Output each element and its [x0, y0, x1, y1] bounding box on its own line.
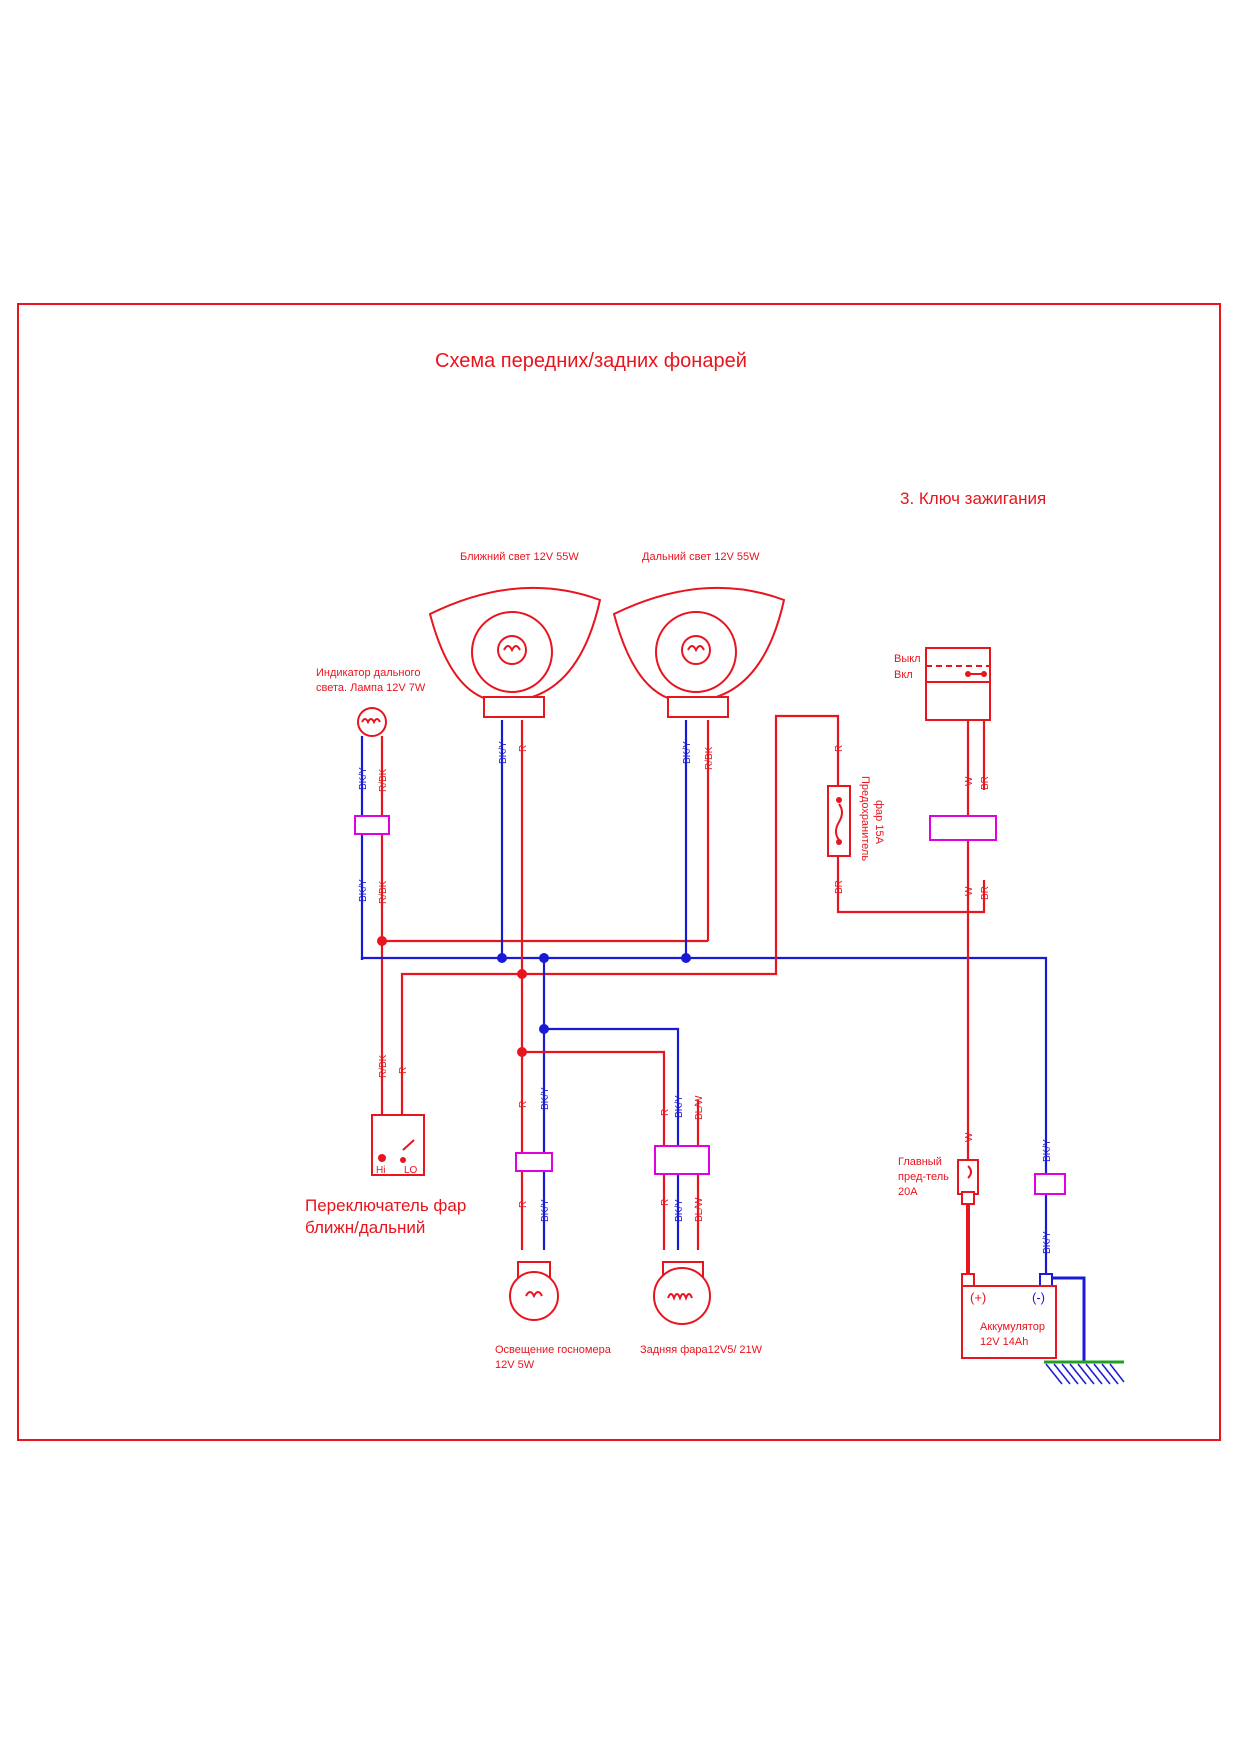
wire-code: R/BK	[378, 768, 389, 792]
plate-light-lamp	[509, 1261, 559, 1321]
high-beam-indicator-lamp	[357, 707, 387, 737]
beam-switch-hi: Hi	[376, 1165, 385, 1176]
battery-plus: (+)	[970, 1290, 986, 1305]
beam-switch-label-line1: Переключатель фар	[305, 1196, 466, 1215]
wire-code: BK/Y	[498, 741, 509, 764]
diagram-title: Схема передних/задних фонарей	[435, 350, 747, 372]
main-fuse-label-line3: 20А	[898, 1186, 918, 1198]
ignition-off-label: Выкл	[894, 653, 921, 665]
wire-code: W	[964, 886, 975, 896]
rear-light-lamp	[653, 1261, 711, 1325]
wire-code: BK/Y	[540, 1087, 551, 1110]
rear-light-label: Задняя фара12V5/ 21W	[640, 1344, 763, 1356]
main-fuse	[957, 1159, 979, 1205]
main-fuse-label-line2: пред-тель	[898, 1171, 949, 1183]
beam-switch	[371, 1114, 425, 1176]
ground-symbol	[1044, 1360, 1125, 1385]
battery-label-line1: Аккумулятор	[980, 1321, 1045, 1333]
indicator-label-line2: света. Лампа 12V 7W	[316, 682, 426, 694]
wire-code: R	[834, 745, 845, 752]
high-beam-label: Дальний свет 12V 55W	[642, 551, 760, 563]
wire-code: R	[518, 745, 529, 752]
beam-switch-lo: LO	[404, 1165, 418, 1176]
wire-code: BK/Y	[1042, 1231, 1053, 1254]
rear-light-connector	[654, 1145, 710, 1175]
plate-light-label-line2: 12V 5W	[495, 1359, 535, 1371]
plate-light-label-line1: Освещение госномера	[495, 1344, 612, 1356]
indicator-connector	[354, 815, 390, 835]
wire-code: BK/Y	[358, 879, 369, 902]
battery-label-line2: 12V 14Ah	[980, 1336, 1028, 1348]
ignition-on-label: Вкл	[894, 669, 913, 681]
wire-code: R	[398, 1067, 409, 1074]
wire-code: BK/Y	[674, 1095, 685, 1118]
wire-code: BL/W	[694, 1095, 705, 1120]
beam-switch-label-line2: ближн/дальний	[305, 1218, 425, 1237]
wire-code: W	[964, 1132, 975, 1142]
wire-code: W	[964, 776, 975, 786]
headlight-fuse	[827, 785, 851, 857]
high-beam-headlight	[612, 586, 786, 718]
wire-code: BR	[834, 880, 845, 894]
main-fuse-label-line1: Главный	[898, 1156, 942, 1168]
wire-code: R	[518, 1101, 529, 1108]
wire-code: BR	[980, 776, 991, 790]
wire-code: R/BK	[378, 1054, 389, 1078]
bus-connector	[1034, 1173, 1066, 1195]
wire-code: BK/Y	[674, 1199, 685, 1222]
wire-code: R	[518, 1201, 529, 1208]
wire-code: BL/W	[694, 1197, 705, 1222]
battery-minus: (-)	[1032, 1290, 1045, 1305]
ignition-switch	[925, 647, 991, 721]
ignition-connector	[929, 815, 997, 841]
indicator-label-line1: Индикатор дального	[316, 667, 420, 679]
wire-code: BR	[980, 886, 991, 900]
page-frame	[17, 303, 1221, 1441]
plate-light-connector	[515, 1152, 553, 1172]
ignition-key-title: 3. Ключ зажигания	[900, 489, 1046, 508]
wire-code: R	[660, 1199, 671, 1206]
fuse-label-line2: фар 15А	[873, 800, 885, 845]
wire-code: R	[660, 1109, 671, 1116]
wire-code: BK/Y	[1042, 1139, 1053, 1162]
wire-code: BK/Y	[358, 767, 369, 790]
low-beam-headlight	[428, 586, 602, 718]
wire-code: BK/Y	[540, 1199, 551, 1222]
low-beam-label: Ближний свет 12V 55W	[460, 551, 579, 563]
battery	[961, 1273, 1057, 1359]
wire-code: BK/Y	[682, 741, 693, 764]
fuse-label-line1: Предохранитель	[859, 776, 871, 861]
wire-code: R/BK	[704, 746, 715, 770]
wire-code: R/BK	[378, 880, 389, 904]
